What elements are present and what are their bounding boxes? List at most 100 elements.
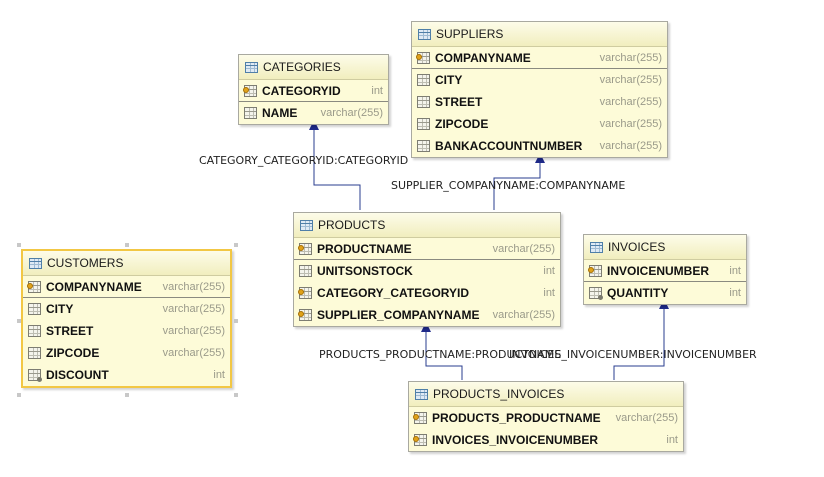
column-row[interactable]: COMPANYNAME varchar(255)	[412, 47, 667, 69]
column-row[interactable]: SUPPLIER_COMPANYNAME varchar(255)	[294, 304, 560, 326]
resize-handle-s[interactable]	[125, 393, 129, 397]
column-type: varchar(255)	[162, 325, 225, 337]
column-icon	[28, 325, 41, 337]
column-type: varchar(255)	[492, 309, 555, 321]
relationship-label-category: CATEGORY_CATEGORYID:CATEGORYID	[199, 154, 409, 167]
column-type: int	[729, 287, 741, 299]
column-row[interactable]: PRODUCTNAME varchar(255)	[294, 238, 560, 260]
column-icon	[28, 347, 41, 359]
column-row[interactable]: INVOICENUMBER int	[584, 260, 746, 282]
column-name: INVOICES_INVOICENUMBER	[432, 433, 599, 447]
column-row[interactable]: UNITSONSTOCK int	[294, 260, 560, 282]
entity-name: CATEGORIES	[263, 60, 341, 74]
column-row[interactable]: CATEGORYID int	[239, 80, 388, 102]
connector-products-productname[interactable]	[421, 322, 463, 380]
entity-header[interactable]: INVOICES	[584, 235, 746, 260]
primary-key-icon	[298, 242, 312, 255]
column-row[interactable]: CITY varchar(255)	[23, 298, 230, 320]
entity-header[interactable]: SUPPLIERS	[412, 22, 667, 47]
entity-header[interactable]: PRODUCTS	[294, 213, 560, 238]
entity-name: INVOICES	[608, 240, 666, 254]
column-row[interactable]: QUANTITY int	[584, 282, 746, 304]
relationship-label-invoices-invoicenumber: INVOICES_INVOICENUMBER:INVOICENUMBER	[509, 348, 757, 361]
table-icon	[300, 219, 313, 231]
column-type: varchar(255)	[615, 412, 678, 424]
column-row[interactable]: CATEGORY_CATEGORYID int	[294, 282, 560, 304]
resize-handle-sw[interactable]	[17, 393, 21, 397]
column-row[interactable]: CITY varchar(255)	[412, 69, 667, 91]
column-type: int	[543, 265, 555, 277]
resize-handle-w[interactable]	[17, 319, 21, 323]
column-row[interactable]: DISCOUNT int	[23, 364, 230, 386]
entity-invoices[interactable]: INVOICES INVOICENUMBER int QUANTITY int	[583, 234, 747, 305]
column-type: int	[666, 434, 678, 446]
column-type: varchar(255)	[492, 242, 555, 255]
entity-name: SUPPLIERS	[436, 27, 504, 41]
column-name: DISCOUNT	[46, 368, 109, 382]
primary-key-icon	[416, 51, 430, 64]
column-name: COMPANYNAME	[435, 50, 531, 65]
column-icon	[589, 287, 603, 300]
column-row[interactable]: ZIPCODE varchar(255)	[412, 113, 667, 135]
resize-handle-nw[interactable]	[17, 243, 21, 247]
column-type: varchar(255)	[599, 74, 662, 86]
column-row[interactable]: BANKACCOUNTNUMBER varchar(255)	[412, 135, 667, 157]
entity-products-invoices[interactable]: PRODUCTS_INVOICES PRODUCTS_PRODUCTNAME v…	[408, 381, 684, 452]
column-row[interactable]: STREET varchar(255)	[23, 320, 230, 342]
column-type: varchar(255)	[162, 347, 225, 359]
entity-customers[interactable]: CUSTOMERS COMPANYNAME varchar(255) CITY …	[21, 249, 232, 388]
column-row[interactable]: COMPANYNAME varchar(255)	[23, 276, 230, 298]
column-name: CITY	[435, 73, 463, 87]
foreign-key-icon	[413, 412, 427, 424]
column-row[interactable]: STREET varchar(255)	[412, 91, 667, 113]
connector-supplier[interactable]	[493, 153, 545, 210]
column-type: varchar(255)	[320, 107, 383, 119]
column-name: CATEGORY_CATEGORYID	[317, 286, 470, 300]
column-icon	[299, 265, 312, 277]
column-type: int	[729, 264, 741, 277]
primary-key-icon	[588, 264, 602, 277]
column-name: PRODUCTNAME	[317, 241, 412, 256]
table-icon	[245, 61, 258, 73]
column-icon	[244, 107, 257, 119]
column-name: SUPPLIER_COMPANYNAME	[317, 308, 480, 322]
column-name: STREET	[46, 324, 94, 338]
primary-key-icon	[27, 280, 41, 293]
foreign-key-icon	[298, 309, 312, 321]
column-type: varchar(255)	[599, 96, 662, 108]
connector-invoices-invoicenumber[interactable]	[613, 299, 669, 380]
column-row[interactable]: INVOICES_INVOICENUMBER int	[409, 429, 683, 451]
resize-handle-e[interactable]	[234, 319, 238, 323]
column-icon	[28, 369, 42, 382]
resize-handle-se[interactable]	[234, 393, 238, 397]
entity-name: PRODUCTS_INVOICES	[433, 387, 565, 401]
entity-suppliers[interactable]: SUPPLIERS COMPANYNAME varchar(255) CITY …	[411, 21, 668, 158]
column-type: varchar(255)	[599, 51, 662, 64]
column-icon	[28, 303, 41, 315]
primary-key-icon	[243, 84, 257, 97]
column-row[interactable]: NAME varchar(255)	[239, 102, 388, 124]
column-name: CITY	[46, 302, 74, 316]
column-type: int	[543, 287, 555, 299]
column-name: INVOICENUMBER	[607, 263, 710, 278]
connector-category[interactable]	[309, 120, 361, 210]
column-name: NAME	[262, 106, 298, 120]
table-icon	[590, 241, 603, 253]
column-name: PRODUCTS_PRODUCTNAME	[432, 411, 601, 425]
entity-name: CUSTOMERS	[47, 256, 124, 270]
resize-handle-n[interactable]	[125, 243, 129, 247]
entity-header[interactable]: CUSTOMERS	[23, 251, 230, 276]
column-type: varchar(255)	[162, 303, 225, 315]
entity-header[interactable]: CATEGORIES	[239, 55, 388, 80]
entity-products[interactable]: PRODUCTS PRODUCTNAME varchar(255) UNITSO…	[293, 212, 561, 327]
entity-name: PRODUCTS	[318, 218, 386, 232]
entity-header[interactable]: PRODUCTS_INVOICES	[409, 382, 683, 407]
table-icon	[418, 28, 431, 40]
column-row[interactable]: PRODUCTS_PRODUCTNAME varchar(255)	[409, 407, 683, 429]
resize-handle-ne[interactable]	[234, 243, 238, 247]
entity-categories[interactable]: CATEGORIES CATEGORYID int NAME varchar(2…	[238, 54, 389, 125]
column-row[interactable]: ZIPCODE varchar(255)	[23, 342, 230, 364]
column-name: UNITSONSTOCK	[317, 264, 413, 278]
column-icon	[417, 118, 430, 130]
column-name: ZIPCODE	[46, 346, 100, 360]
